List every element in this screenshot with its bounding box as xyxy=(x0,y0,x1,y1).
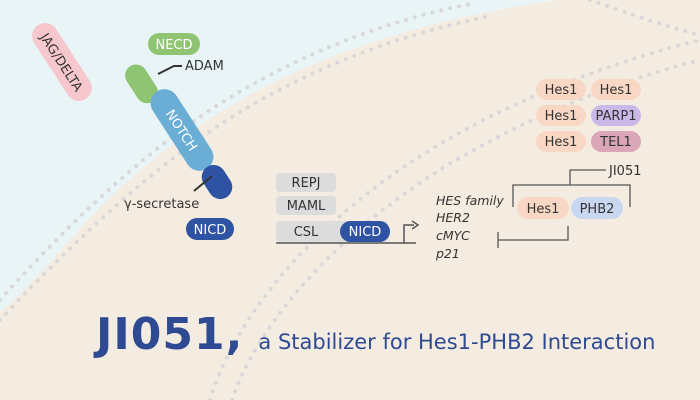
nicd-domain-membrane xyxy=(201,164,233,200)
necd-label: NECD xyxy=(155,38,192,53)
released-nicd-label: NICD xyxy=(194,223,227,238)
target-gene-list: HES family HER2 cMYC p21 xyxy=(435,193,504,261)
dimer-3-right xyxy=(591,131,641,152)
dimer-2-right-label: PARP1 xyxy=(595,109,636,124)
dimer-3-left xyxy=(536,131,586,152)
ji051-bracket xyxy=(512,169,631,207)
promoter-arrowhead xyxy=(411,220,420,230)
dimer-1-right-label: Hes1 xyxy=(600,83,633,98)
repj-box xyxy=(276,173,336,192)
gene-cmyc: cMYC xyxy=(436,228,470,243)
cell-membrane-outer xyxy=(0,2,472,302)
gene-p21: p21 xyxy=(435,246,460,261)
hes1-phb2-complex: Hes1 PHB2 xyxy=(517,197,623,219)
promoter-arrow xyxy=(403,224,414,243)
gene-her2: HER2 xyxy=(436,210,470,225)
repj-label: REPJ xyxy=(292,176,321,191)
complex-phb2-label: PHB2 xyxy=(580,202,615,217)
transcription-complex: REPJ MAML CSL NICD xyxy=(276,173,390,242)
title-sub: a Stabilizer for Hes1-PHB2 Interaction xyxy=(258,330,655,354)
complex-hes1-label: Hes1 xyxy=(527,202,560,217)
nicd-in-complex-label: NICD xyxy=(349,225,382,240)
dimer-2-right xyxy=(591,105,641,126)
complex-hes1 xyxy=(517,197,569,219)
dimer-1-left xyxy=(536,79,586,100)
inhibition-line xyxy=(497,226,569,248)
gamma-secretase-cleavage-marker xyxy=(193,175,213,192)
complex-phb2 xyxy=(571,197,623,219)
gene-hes-family: HES family xyxy=(436,193,504,208)
maml-label: MAML xyxy=(287,199,326,214)
dimer-3-left-label: Hes1 xyxy=(545,135,578,150)
adam-cleavage-marker xyxy=(157,65,182,75)
adam-label: ADAM xyxy=(185,59,224,74)
hes1-dimers: Hes1 Hes1 Hes1 PARP1 Hes1 TEL1 xyxy=(536,79,641,152)
necd-label-pill: NECD xyxy=(148,33,200,55)
cell-membrane-inner xyxy=(0,14,492,322)
gamma-secretase-label: γ-secretase xyxy=(124,197,199,212)
title-main: JI051, xyxy=(93,309,243,360)
dimer-1-right xyxy=(591,79,641,100)
ji051-label: JI051 xyxy=(608,164,641,179)
membrane-dots-topright xyxy=(588,0,700,37)
dimer-3-right-label: TEL1 xyxy=(599,135,632,150)
nicd-in-complex xyxy=(340,221,390,242)
necd-domain xyxy=(125,64,158,104)
dimer-2-left-label: Hes1 xyxy=(545,109,578,124)
title: JI051, a Stabilizer for Hes1-PHB2 Intera… xyxy=(93,309,655,360)
dimer-1-left-label: Hes1 xyxy=(545,83,578,98)
csl-label: CSL xyxy=(294,225,319,240)
maml-box xyxy=(276,196,336,215)
released-nicd: NICD xyxy=(186,218,234,240)
nuclear-membrane-outer xyxy=(208,38,700,400)
dimer-2-left xyxy=(536,105,586,126)
